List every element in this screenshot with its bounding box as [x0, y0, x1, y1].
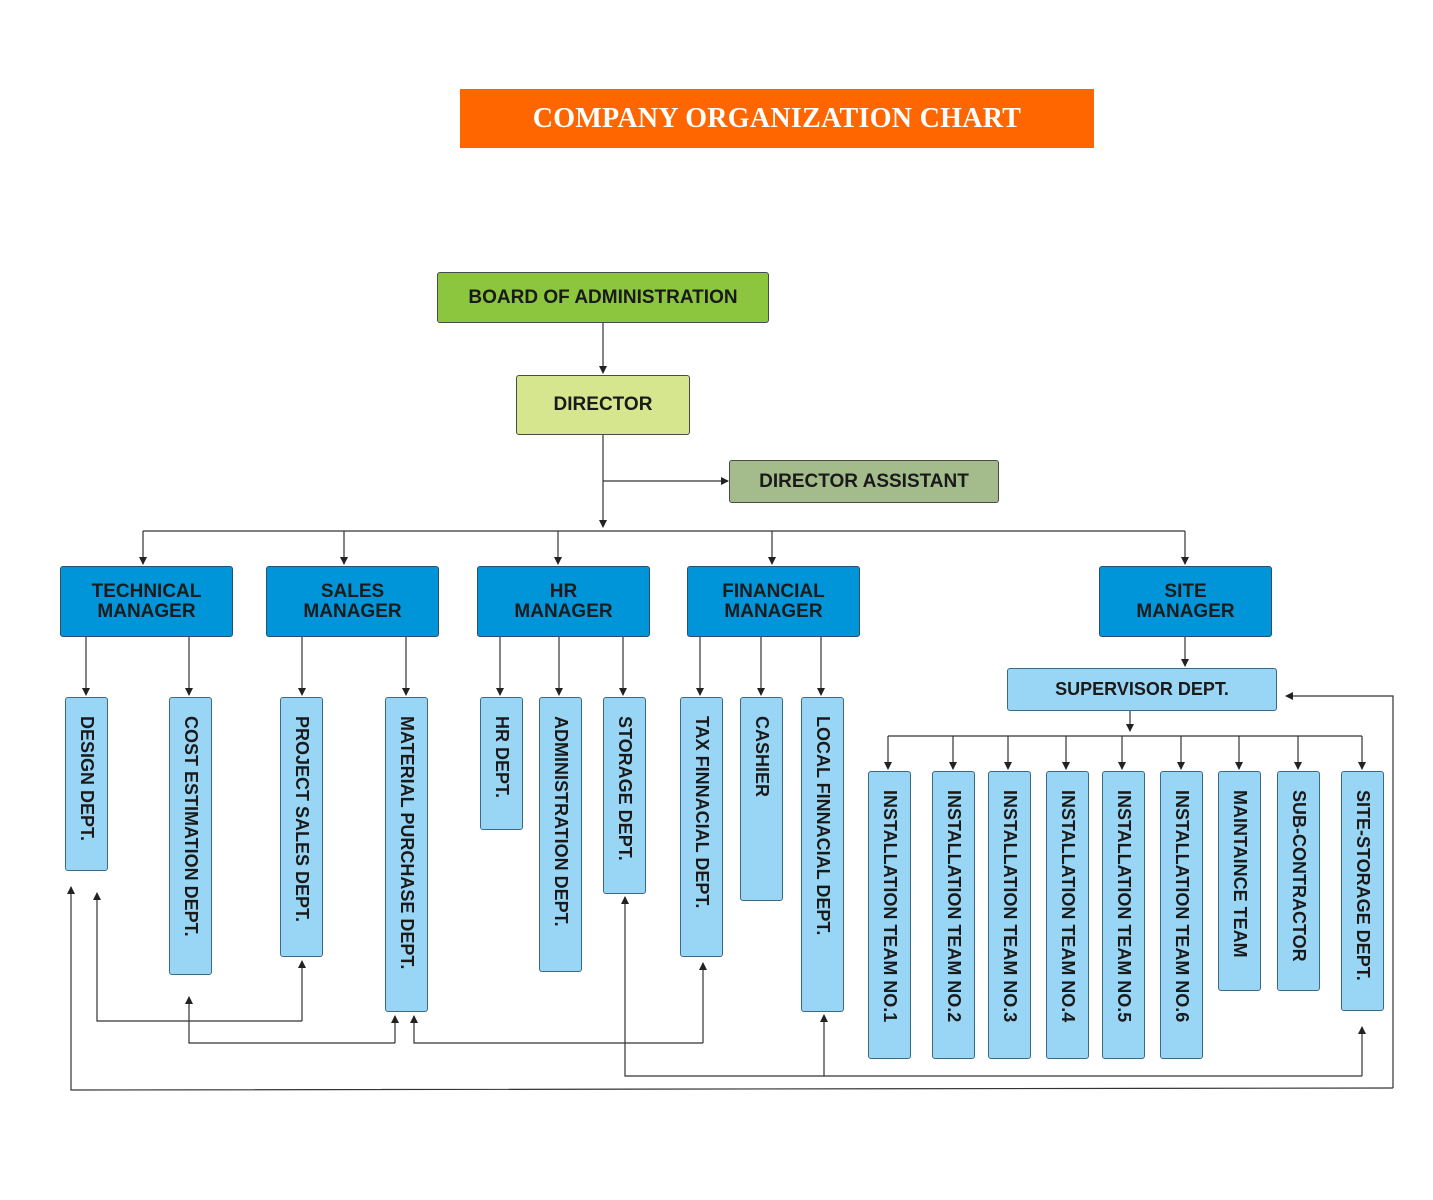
board-of-administration-box: BOARD OF ADMINISTRATION [437, 272, 769, 323]
maintenance-team-box: MAINTAINCE TEAM [1218, 771, 1261, 991]
director-assistant-box: DIRECTOR ASSISTANT [729, 460, 999, 503]
administration-dept-label: ADMINISTRATION DEPT. [550, 716, 571, 927]
tax-financial-dept-box: TAX FINNACIAL DEPT. [680, 697, 723, 957]
installation-team-6-label: INSTALLATION TEAM NO.6 [1171, 790, 1192, 1023]
project-sales-dept-label: PROJECT SALES DEPT. [291, 716, 312, 923]
cost-estimation-dept-box: COST ESTIMATION DEPT. [169, 697, 212, 975]
project-sales-dept-box: PROJECT SALES DEPT. [280, 697, 323, 957]
installation-team-4-box: INSTALLATION TEAM NO.4 [1046, 771, 1089, 1059]
storage-dept-box: STORAGE DEPT. [603, 697, 646, 894]
design-dept-box: DESIGN DEPT. [65, 697, 108, 871]
technical-manager-box: TECHNICAL MANAGER [60, 566, 233, 637]
site-storage-dept-box: SITE-STORAGE DEPT. [1341, 771, 1384, 1011]
material-purchase-dept-box: MATERIAL PURCHASE DEPT. [385, 697, 428, 1012]
tax-financial-dept-label: TAX FINNACIAL DEPT. [691, 716, 712, 909]
storage-dept-label: STORAGE DEPT. [614, 716, 635, 861]
installation-team-2-box: INSTALLATION TEAM NO.2 [932, 771, 975, 1059]
site-manager-box: SITE MANAGER [1099, 566, 1272, 637]
maintenance-team-label: MAINTAINCE TEAM [1229, 790, 1250, 958]
sub-contractor-box: SUB-CONTRACTOR [1277, 771, 1320, 991]
supervisor-dept-box: SUPERVISOR DEPT. [1007, 668, 1277, 711]
installation-team-1-label: INSTALLATION TEAM NO.1 [879, 790, 900, 1023]
financial-manager-box: FINANCIAL MANAGER [687, 566, 860, 637]
director-box: DIRECTOR [516, 375, 690, 435]
hr-dept-label: HR DEPT. [491, 716, 512, 799]
sales-manager-box: SALES MANAGER [266, 566, 439, 637]
installation-team-5-box: INSTALLATION TEAM NO.5 [1102, 771, 1145, 1059]
installation-team-1-box: INSTALLATION TEAM NO.1 [868, 771, 911, 1059]
installation-team-3-label: INSTALLATION TEAM NO.3 [999, 790, 1020, 1023]
local-financial-dept-box: LOCAL FINNACIAL DEPT. [801, 697, 844, 1012]
cost-estimation-dept-label: COST ESTIMATION DEPT. [180, 716, 201, 937]
material-purchase-dept-label: MATERIAL PURCHASE DEPT. [396, 716, 417, 970]
cashier-label: CASHIER [751, 716, 772, 798]
cashier-box: CASHIER [740, 697, 783, 901]
hr-manager-box: HR MANAGER [477, 566, 650, 637]
installation-team-3-box: INSTALLATION TEAM NO.3 [988, 771, 1031, 1059]
site-storage-dept-label: SITE-STORAGE DEPT. [1352, 790, 1373, 981]
installation-team-5-label: INSTALLATION TEAM NO.5 [1113, 790, 1134, 1023]
installation-team-6-box: INSTALLATION TEAM NO.6 [1160, 771, 1203, 1059]
installation-team-2-label: INSTALLATION TEAM NO.2 [943, 790, 964, 1023]
installation-team-4-label: INSTALLATION TEAM NO.4 [1057, 790, 1078, 1023]
chart-title: COMPANY ORGANIZATION CHART [460, 89, 1094, 148]
sub-contractor-label: SUB-CONTRACTOR [1288, 790, 1309, 962]
local-financial-dept-label: LOCAL FINNACIAL DEPT. [812, 716, 833, 936]
design-dept-label: DESIGN DEPT. [76, 716, 97, 842]
administration-dept-box: ADMINISTRATION DEPT. [539, 697, 582, 972]
hr-dept-box: HR DEPT. [480, 697, 523, 830]
